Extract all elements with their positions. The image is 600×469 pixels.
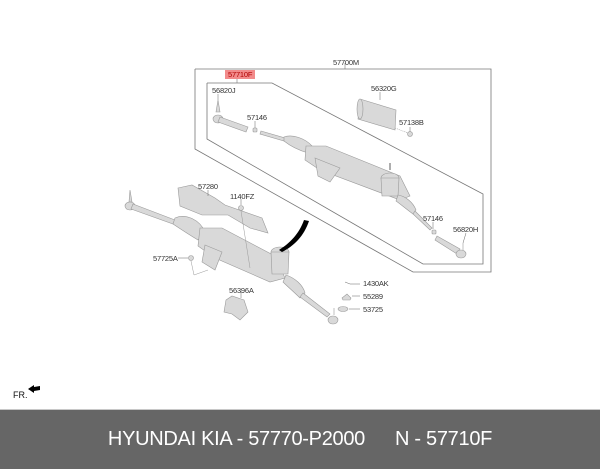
callout-57710F-highlighted[interactable]: 57710F	[225, 70, 256, 79]
front-arrow-icon	[28, 385, 40, 393]
detail-pointer	[279, 220, 309, 252]
callout-56396A[interactable]: 56396A	[229, 286, 254, 295]
callout-56820H[interactable]: 56820H	[453, 225, 479, 234]
oem-part-number: N - 57710F	[395, 428, 493, 450]
callout-57725A[interactable]: 57725A	[153, 254, 178, 263]
callout-56820J[interactable]: 56820J	[212, 86, 236, 95]
callout-1140FZ[interactable]: 1140FZ	[230, 192, 255, 201]
part-number-footer: HYUNDAI KIA - 57770-P2000 N - 57710F	[0, 410, 600, 469]
callout-57138B[interactable]: 57138B	[399, 118, 424, 127]
callout-57280[interactable]: 57280	[198, 182, 218, 191]
callout-57146-upper-left[interactable]: 57146	[247, 113, 267, 122]
callout-1430AK[interactable]: 1430AK	[363, 279, 389, 288]
diagram-drawing	[28, 63, 492, 393]
parts-diagram: 57700M 57710F 56820J 57146 56320G 57138B…	[28, 58, 492, 393]
callout-57700M[interactable]: 57700M	[333, 58, 359, 67]
lower-rack	[124, 184, 352, 325]
upper-rack	[212, 98, 467, 259]
footer-divider	[0, 409, 600, 410]
front-orientation-label: FR.	[13, 390, 28, 400]
callout-56320G[interactable]: 56320G	[371, 84, 397, 93]
callout-53725[interactable]: 53725	[363, 305, 383, 314]
subassembly-outline	[206, 82, 484, 265]
callout-55289[interactable]: 55289	[363, 292, 383, 301]
assembly-outline	[194, 68, 492, 273]
callout-57146-upper-right[interactable]: 57146	[423, 214, 443, 223]
brand-part-number: HYUNDAI KIA - 57770-P2000	[107, 428, 366, 450]
